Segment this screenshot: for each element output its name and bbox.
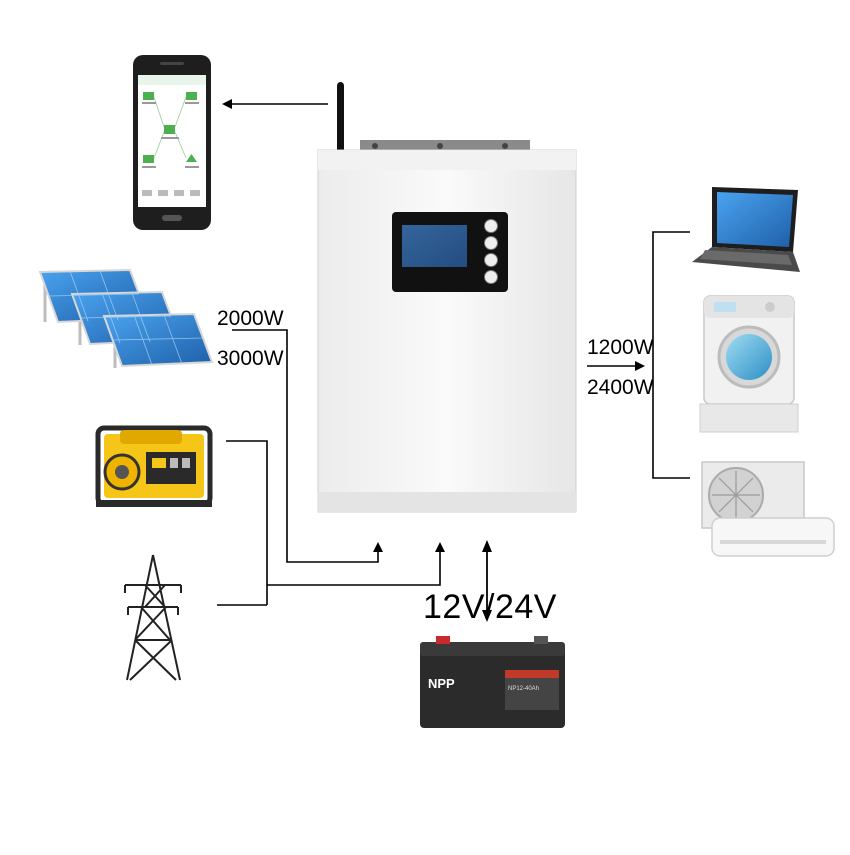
air-conditioner-icon	[701, 461, 835, 557]
smartphone-icon	[133, 55, 211, 230]
laptop-icon	[692, 187, 800, 272]
washing-machine-icon	[699, 295, 799, 433]
power-pylon-icon	[124, 554, 182, 681]
inverter-unit	[317, 82, 577, 513]
battery-voltage-label: 12V/24V	[423, 588, 557, 626]
panel-button-1	[484, 219, 498, 233]
ac-input-link-arrow	[267, 542, 445, 586]
battery-model: NP12-40Ah	[508, 686, 539, 692]
solar-panels-icon	[38, 268, 214, 368]
antenna-icon	[337, 82, 344, 160]
panel-button-4	[484, 270, 498, 284]
generator-icon	[95, 425, 213, 507]
connection-lines	[217, 231, 690, 622]
panel-button-2	[484, 236, 498, 250]
output-power-line1: 1200W	[587, 336, 654, 359]
input-power-line1: 2000W	[217, 307, 284, 330]
panel-button-3	[484, 253, 498, 267]
battery-brand: NPP	[428, 676, 455, 691]
battery-icon: NPP NP12-40Ah	[420, 636, 565, 728]
solar-link-arrow	[232, 329, 383, 563]
output-power-line2: 2400W	[587, 376, 654, 399]
input-power-line2: 3000W	[217, 347, 284, 370]
